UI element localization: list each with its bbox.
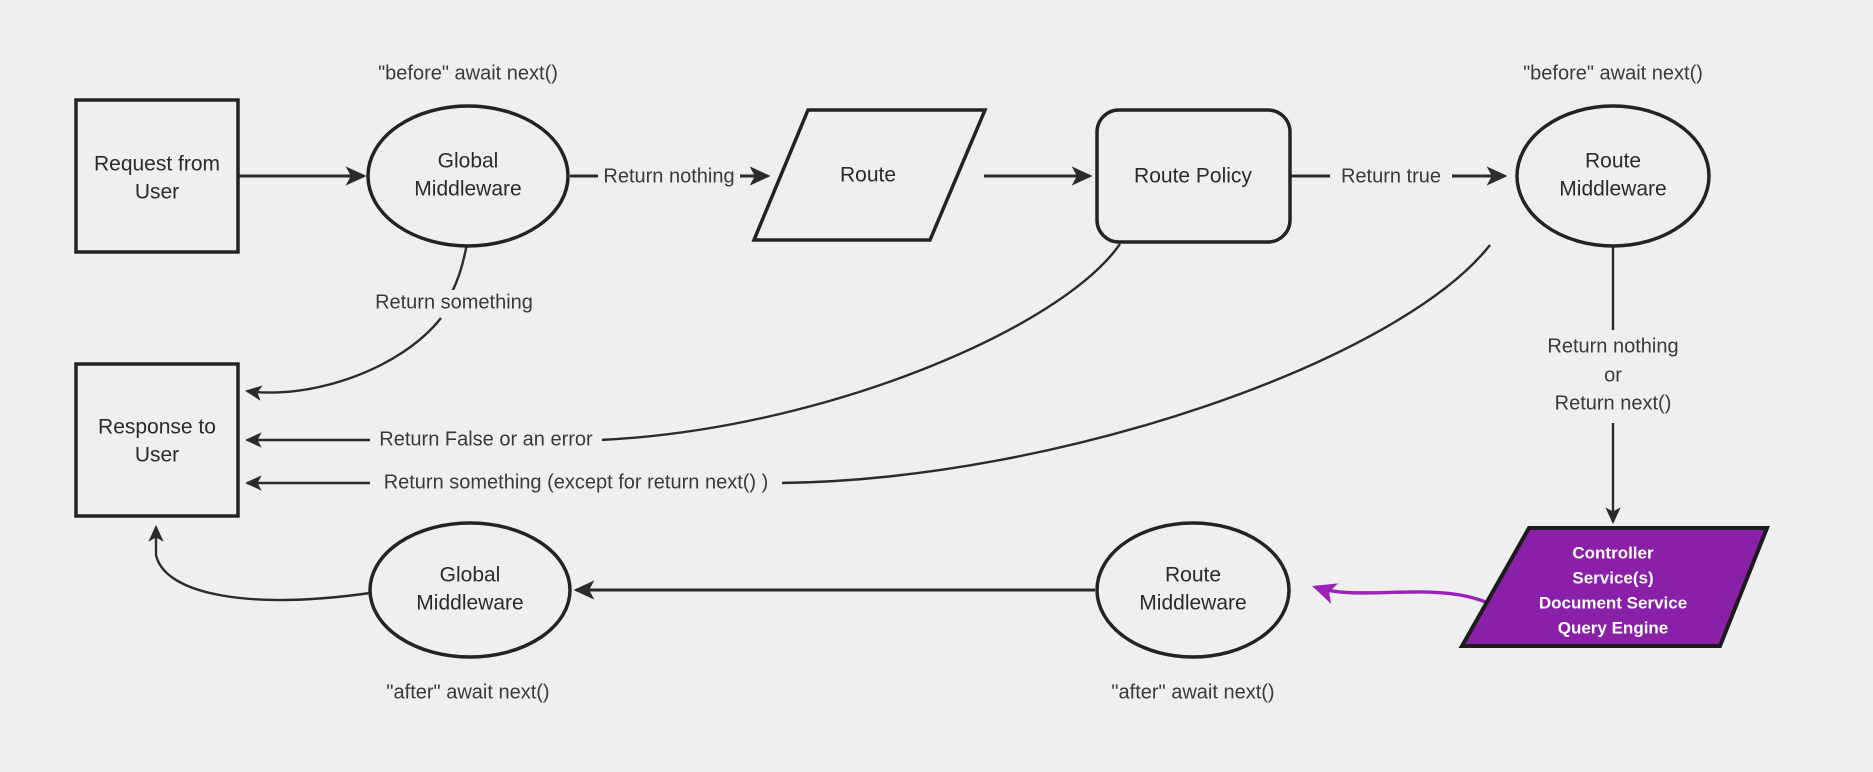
edge-route-policy-return-false-curve [599, 243, 1121, 442]
edge-label-return-something-except: Return something (except for return next… [370, 470, 782, 496]
node-global-middleware-before-line1: Global [438, 150, 499, 173]
node-route-middleware-before-line1: Route [1585, 150, 1641, 173]
edge-global-middleware-after-to-response [148, 524, 371, 602]
annotation-before-await-next-global: "before" await next() [378, 62, 558, 84]
node-controller-line2: Service(s) [1572, 568, 1653, 587]
node-route-middleware-after-line2: Middleware [1139, 592, 1246, 615]
node-global-middleware-before-line2: Middleware [414, 178, 521, 201]
node-request-from-user-line1: Request from [94, 153, 220, 176]
svg-text:Return something (except for r: Return something (except for return next… [384, 471, 769, 493]
edge-label-return-nothing-or-next-line2: or [1604, 364, 1622, 386]
edge-label-return-false-or-error: Return False or an error [370, 427, 602, 453]
node-global-middleware-before[interactable]: Global Middleware [366, 104, 570, 248]
node-controller-services[interactable]: Controller Service(s) Document Service Q… [1458, 526, 1770, 648]
node-global-middleware-after-line2: Middleware [416, 592, 523, 615]
node-controller-line1: Controller [1572, 543, 1654, 562]
svg-text:Return False or an error: Return False or an error [379, 428, 593, 450]
node-route-policy[interactable]: Route Policy [1095, 108, 1292, 244]
edge-label-return-nothing-or-next-line1: Return nothing [1547, 335, 1678, 357]
svg-text:Return true: Return true [1341, 165, 1441, 187]
edge-label-return-nothing-or-next: Return nothing or Return next() [1524, 330, 1704, 423]
edge-label-return-true: Return true [1330, 163, 1452, 189]
node-global-middleware-after-line1: Global [440, 564, 501, 587]
svg-text:Return nothing: Return nothing [603, 165, 734, 187]
node-controller-line3: Document Service [1539, 593, 1687, 612]
node-controller-line4: Query Engine [1558, 618, 1669, 637]
edge-controller-to-route-middleware-after [1312, 583, 1506, 614]
edge-route-middleware-return-something-curve [779, 244, 1491, 485]
node-response-to-user[interactable]: Response to User [74, 362, 240, 518]
node-response-to-user-line2: User [135, 444, 179, 467]
annotation-after-await-next-global: "after" await next() [386, 681, 549, 703]
edge-global-middleware-return-something-lower [244, 317, 442, 401]
node-route-middleware-before-line2: Middleware [1559, 178, 1666, 201]
node-route-policy-label: Route Policy [1134, 165, 1252, 188]
edge-global-middleware-return-something-upper [450, 242, 469, 293]
node-route-middleware-after[interactable]: Route Middleware [1095, 521, 1291, 659]
node-route[interactable]: Route [751, 108, 988, 242]
node-request-from-user-line2: User [135, 181, 179, 204]
node-request-from-user[interactable]: Request from User [74, 98, 240, 254]
node-route-middleware-after-line1: Route [1165, 564, 1221, 587]
edge-label-return-nothing-or-next-line3: Return next() [1555, 392, 1672, 414]
node-route-middleware-before[interactable]: Route Middleware [1515, 104, 1711, 248]
annotation-before-await-next-route: "before" await next() [1523, 62, 1703, 84]
edge-label-return-nothing: Return nothing [598, 163, 740, 189]
edge-label-return-something: Return something [363, 290, 545, 316]
svg-text:Return something: Return something [375, 291, 533, 313]
node-response-to-user-line1: Response to [98, 416, 216, 439]
node-global-middleware-after[interactable]: Global Middleware [368, 521, 572, 659]
annotation-after-await-next-route: "after" await next() [1111, 681, 1274, 703]
node-route-label: Route [840, 164, 896, 187]
